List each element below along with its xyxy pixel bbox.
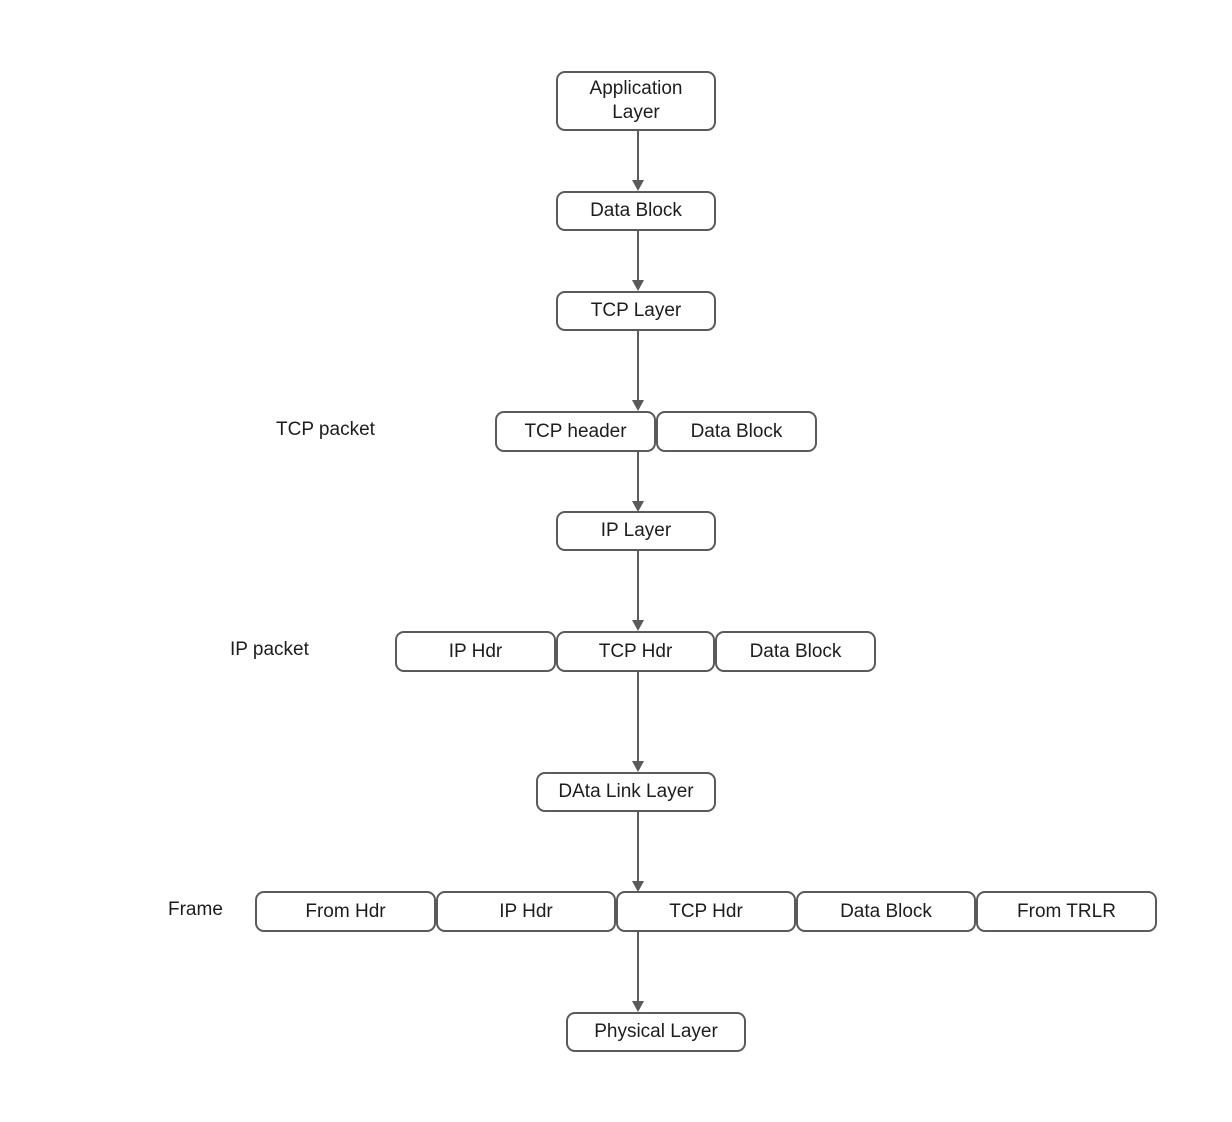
node-application-layer[interactable]: Application Layer [556,71,716,131]
node-physical-layer[interactable]: Physical Layer [566,1012,746,1052]
packet-cell-data-block[interactable]: Data Block [796,891,976,932]
packet-cell-tcp-hdr[interactable]: TCP Hdr [616,891,796,932]
packet-cell-tcp-hdr[interactable]: TCP Hdr [556,631,715,672]
node-data-link-layer[interactable]: DAta Link Layer [536,772,716,812]
caption-tcp-packet: TCP packet [276,419,375,440]
packet-row-ip: IP Hdr TCP Hdr Data Block [395,631,876,672]
caption-frame: Frame [168,899,223,920]
packet-cell-data-block[interactable]: Data Block [656,411,817,452]
packet-row-frame: From Hdr IP Hdr TCP Hdr Data Block From … [255,891,1157,932]
caption-ip-packet: IP packet [230,639,309,660]
packet-cell-data-block[interactable]: Data Block [715,631,876,672]
packet-cell-frame-hdr[interactable]: From Hdr [255,891,436,932]
packet-cell-tcp-header[interactable]: TCP header [495,411,656,452]
node-ip-layer[interactable]: IP Layer [556,511,716,551]
packet-row-tcp: TCP header Data Block [495,411,817,452]
node-tcp-layer[interactable]: TCP Layer [556,291,716,331]
packet-cell-ip-hdr[interactable]: IP Hdr [395,631,556,672]
packet-cell-frame-trlr[interactable]: From TRLR [976,891,1157,932]
packet-cell-ip-hdr[interactable]: IP Hdr [436,891,616,932]
node-data-block[interactable]: Data Block [556,191,716,231]
